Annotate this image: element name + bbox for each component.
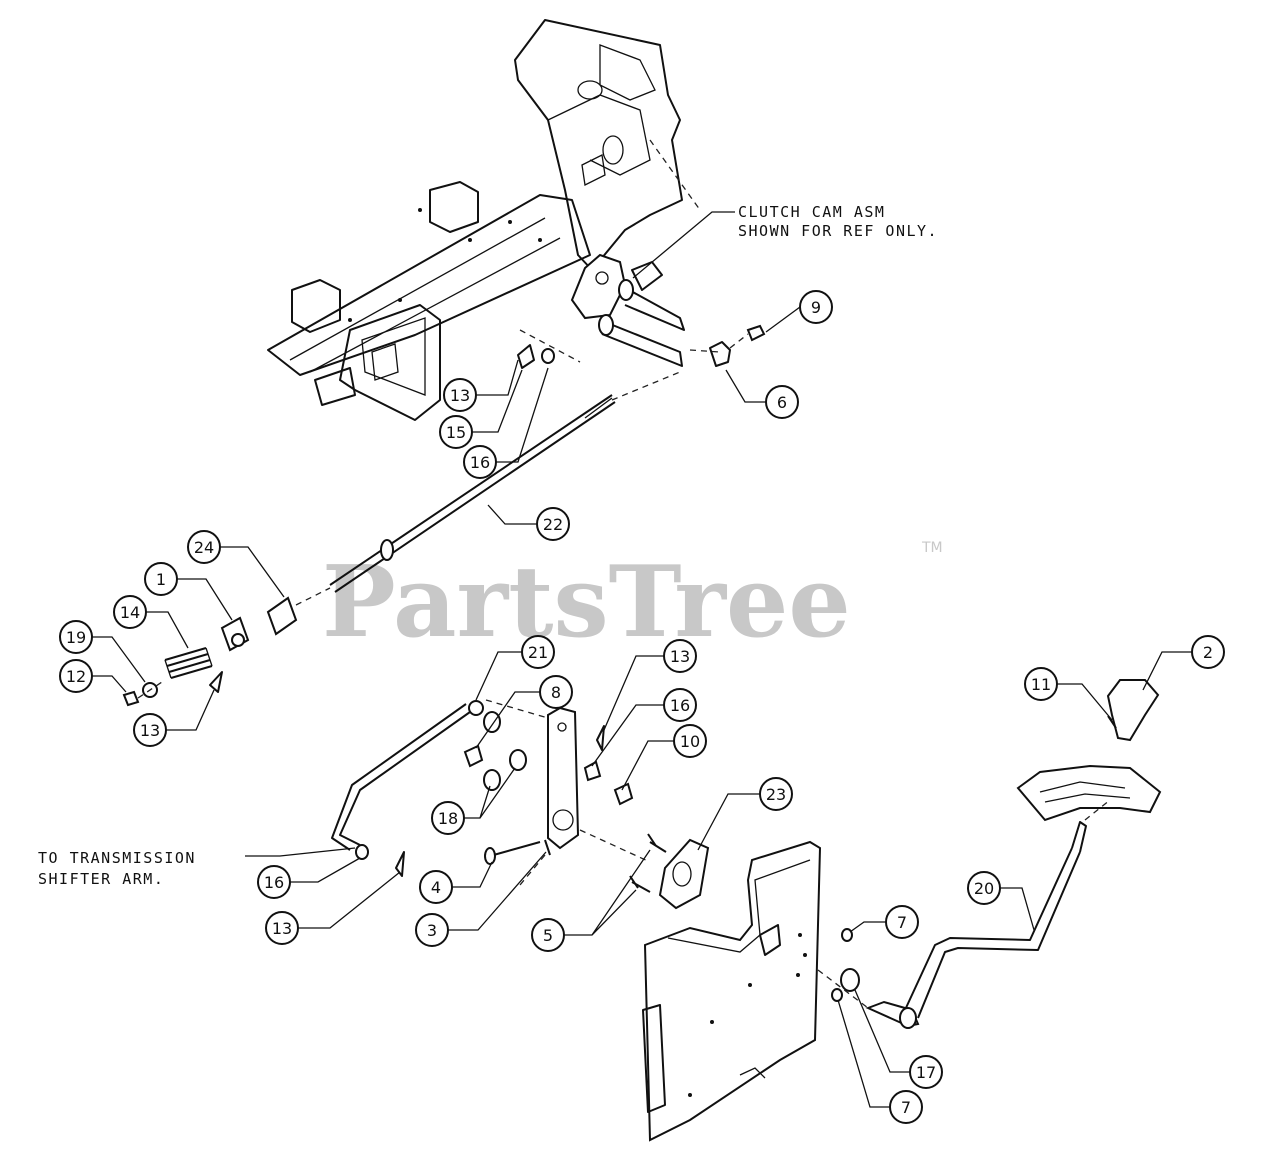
callout-label: 18 [438, 809, 458, 828]
callout-label: 12 [66, 667, 86, 686]
callout-label: 7 [901, 1098, 911, 1117]
callout-bubble: 9 [799, 290, 833, 324]
callout-bubble: 8 [539, 675, 573, 709]
callout-bubble: 13 [133, 713, 167, 747]
pivot-bracket [629, 833, 710, 910]
callout-label: 10 [680, 732, 700, 751]
callout-label: 5 [543, 926, 553, 945]
note-transmission-line1: TO TRANSMISSION [38, 849, 196, 867]
shift-rod [329, 394, 616, 593]
callout-bubble: 18 [431, 801, 465, 835]
callout-label: 22 [543, 515, 563, 534]
callout-bubble: 20 [967, 871, 1001, 905]
callout-bubble: 22 [536, 507, 570, 541]
callout-label: 15 [446, 423, 466, 442]
callout-bubble: 19 [59, 620, 93, 654]
callout-label: 13 [272, 919, 292, 938]
shift-lever-handle [831, 679, 1162, 1029]
alignment-line [689, 349, 721, 353]
callout-bubble: 23 [759, 777, 793, 811]
note-transmission-line2: SHIFTER ARM. [38, 870, 164, 888]
callout-bubble: 16 [257, 865, 291, 899]
callout-bubble: 13 [443, 378, 477, 412]
watermark-trademark: TM [921, 540, 943, 556]
callout-bubbles: 9 6 13 15 16 22 24 1 14 19 12 13 21 8 13… [59, 290, 1225, 1124]
callout-bubble: 17 [909, 1055, 943, 1089]
callout-label: 11 [1031, 675, 1051, 694]
callout-label: 7 [897, 913, 907, 932]
alignment-line [729, 333, 749, 349]
callout-label: 16 [470, 453, 490, 472]
callout-label: 14 [120, 603, 140, 622]
callout-bubble: 10 [673, 724, 707, 758]
callout-bubble: 15 [439, 415, 473, 449]
watermark-text: PartsTree [322, 545, 851, 660]
alignment-line [519, 329, 581, 363]
callout-bubble: 24 [187, 530, 221, 564]
callout-label: 24 [194, 538, 214, 557]
alignment-line [579, 829, 651, 863]
callout-label: 17 [916, 1063, 936, 1082]
callout-label: 9 [811, 298, 821, 317]
callout-bubble: 7 [889, 1090, 923, 1124]
shift-lever-assembly [331, 700, 634, 877]
callout-label: 13 [140, 721, 160, 740]
callout-label: 4 [431, 878, 441, 897]
frame-assembly [267, 19, 766, 421]
callout-label: 20 [974, 879, 994, 898]
callout-bubble: 1 [144, 562, 178, 596]
callout-label: 8 [551, 683, 561, 702]
callout-label: 16 [264, 873, 284, 892]
leader-line [632, 211, 735, 279]
callout-label: 2 [1203, 643, 1213, 662]
callout-bubble: 13 [265, 911, 299, 945]
callout-bubble: 7 [885, 905, 919, 939]
callout-bubble: 13 [663, 639, 697, 673]
callout-label: 16 [670, 696, 690, 715]
alignment-line [611, 371, 681, 401]
callout-bubble: 4 [419, 870, 453, 904]
callout-label: 21 [528, 643, 548, 662]
note-clutch-cam-line2: SHOWN FOR REF ONLY. [738, 222, 938, 240]
alignment-line [1084, 799, 1111, 821]
callout-bubble: 12 [59, 659, 93, 693]
callout-bubble: 2 [1191, 635, 1225, 669]
callout-label: 1 [156, 570, 166, 589]
callout-bubble: 3 [415, 913, 449, 947]
callout-label: 6 [777, 393, 787, 412]
callout-bubble: 6 [765, 385, 799, 419]
callout-bubble: 14 [113, 595, 147, 629]
note-clutch-cam-line1: CLUTCH CAM ASM [738, 203, 885, 221]
ferrule-spring-cluster [122, 587, 331, 707]
callout-label: 13 [450, 386, 470, 405]
callout-label: 23 [766, 785, 786, 804]
callout-label: 19 [66, 628, 86, 647]
callout-bubble: 5 [531, 918, 565, 952]
callout-leaders [92, 306, 1192, 1108]
alignment-line [519, 854, 546, 886]
callout-bubble: 21 [521, 635, 555, 669]
callout-bubble: 16 [463, 445, 497, 479]
callout-bubble: 16 [663, 688, 697, 722]
callout-label: 13 [670, 647, 690, 666]
callout-bubble: 11 [1024, 667, 1058, 701]
console-panel [642, 840, 822, 1142]
callout-label: 3 [427, 921, 437, 940]
leader-line [245, 847, 356, 857]
